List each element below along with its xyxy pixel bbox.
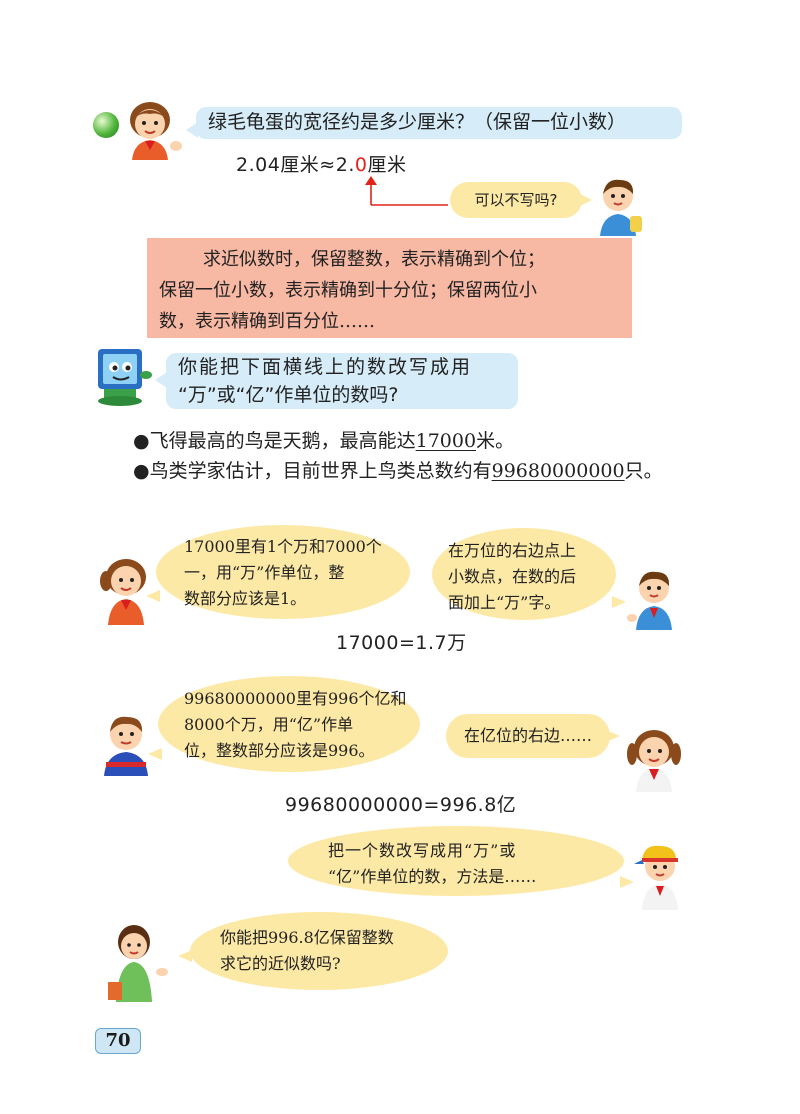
bubble-tail [606, 730, 620, 742]
boy-question-bubble: 可以不写吗? [450, 182, 582, 218]
boy-speech-bubble: 99680000000里有996个亿和 8000个万，用“亿”作单 位，整数部分… [158, 676, 420, 772]
highlighted-digit: 0 [354, 154, 368, 176]
computer-mascot-icon [98, 349, 152, 406]
red-arrow-icon [365, 176, 448, 206]
summary-line: 数，表示精确到百分位…… [159, 311, 375, 332]
bubble-tail [148, 748, 162, 760]
girl-avatar [130, 102, 182, 160]
boy-avatar [104, 716, 148, 776]
girl-avatar [100, 559, 146, 625]
girl-speech-bubble: 在亿位的右边…… [446, 714, 610, 758]
boy-avatar [627, 571, 672, 630]
summary-line: 求近似数时，保留整数，表示精确到个位； [203, 249, 545, 270]
underlined-number: 17000 [415, 430, 477, 452]
page-number: 70 [95, 1028, 141, 1054]
bullet-item: ●飞得最高的鸟是天鹅，最高能达17000米。 [133, 430, 515, 452]
boy-avatar [600, 179, 642, 236]
bubble-tail [155, 372, 167, 388]
bullet-item: ●鸟类学家估计，目前世界上鸟类总数约有99680000000只。 [133, 460, 663, 482]
question-text: 绿毛龟蛋的宽径约是多少厘米？（保留一位小数） [208, 111, 627, 133]
boy-speech-bubble: 把一个数改写成用“万”或 “亿”作单位的数，方法是…… [288, 826, 624, 896]
underlined-number: 99680000000 [491, 460, 625, 482]
bubble-tail [620, 876, 634, 888]
girl-speech-bubble: 17000里有1个万和7000个 一，用“万”作单位，整 数部分应该是1。 [156, 525, 410, 619]
rounding-formula: 2.04厘米≈2.0厘米 [236, 154, 407, 176]
section-question-bubble: 你能把下面横线上的数改写成用 “万”或“亿”作单位的数吗? [166, 353, 518, 409]
girl-avatar [627, 730, 681, 792]
summary-box: 求近似数时，保留整数，表示精确到个位； 保留一位小数，表示精确到十分位；保留两位… [147, 238, 632, 338]
summary-line: 保留一位小数，表示精确到十分位；保留两位小 [159, 280, 537, 301]
bullet-icon: ● [133, 460, 150, 482]
teacher-avatar [108, 925, 168, 1002]
green-ball-icon [93, 112, 119, 138]
teacher-speech-bubble: 你能把996.8亿保留整数 求它的近似数吗? [190, 912, 448, 990]
question-bubble: 绿毛龟蛋的宽径约是多少厘米？（保留一位小数） [196, 107, 682, 139]
bubble-tail [178, 950, 192, 962]
bubble-tail [612, 596, 626, 608]
bubble-tail [186, 122, 198, 138]
bubble-tail [580, 194, 592, 206]
boy-with-cap-avatar [634, 845, 678, 910]
bullet-icon: ● [133, 430, 150, 452]
equation: 17000=1.7万 [336, 632, 467, 654]
boy-speech-bubble: 在万位的右边点上 小数点，在数的后 面加上“万”字。 [432, 528, 616, 620]
bubble-tail [146, 590, 160, 602]
equation: 99680000000=996.8亿 [285, 794, 517, 816]
